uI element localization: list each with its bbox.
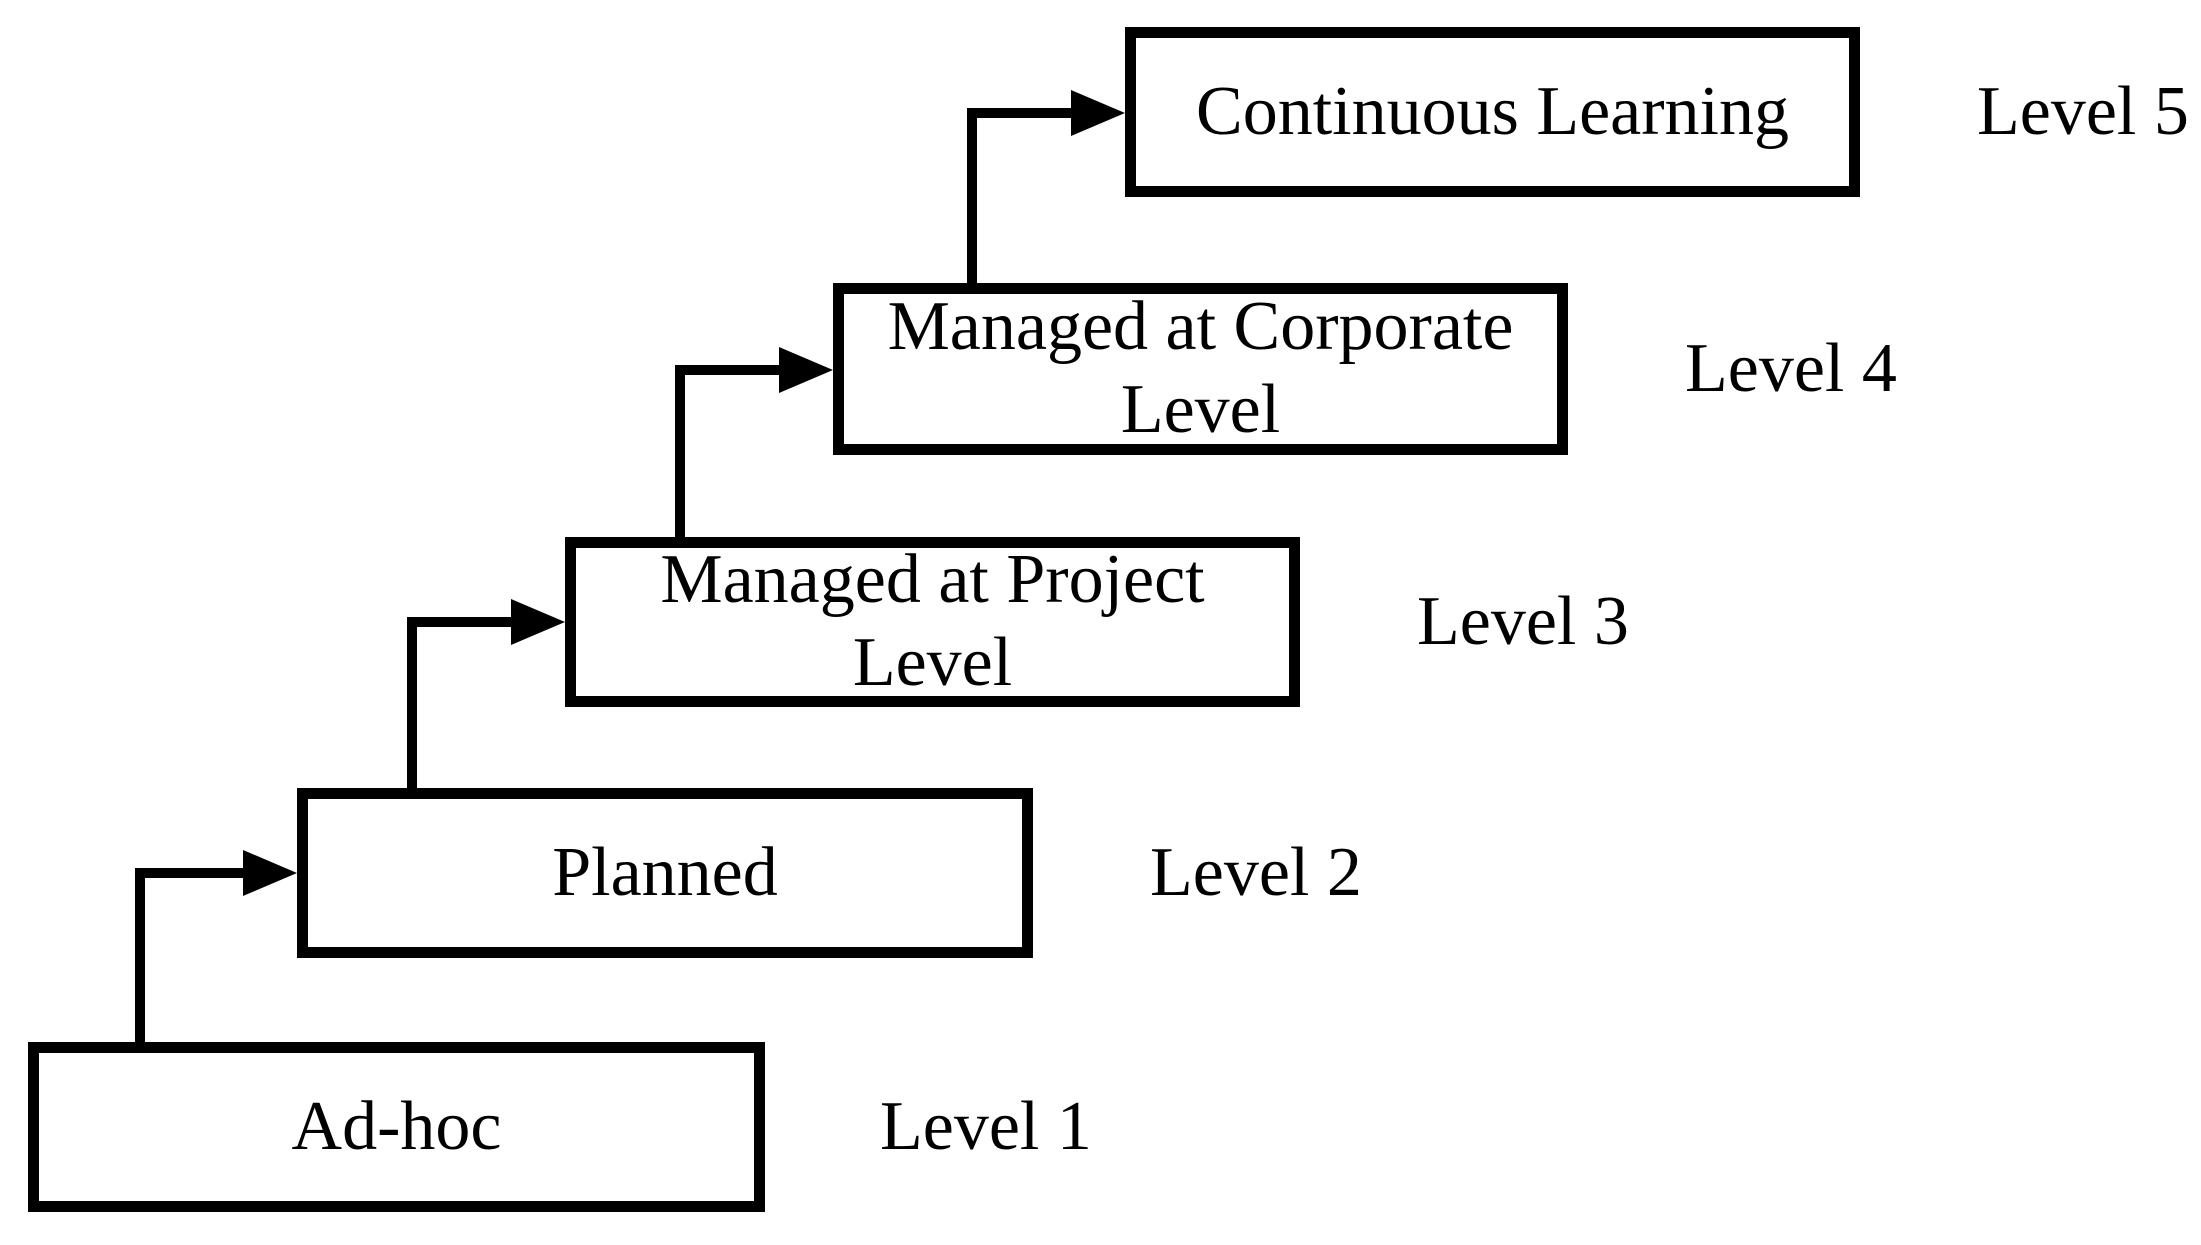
arrow-4-horizontal-line bbox=[967, 108, 1073, 118]
arrow-3-arrowhead-icon bbox=[779, 347, 833, 393]
arrow-4-vertical-line bbox=[967, 108, 977, 287]
level-1-box-label: Ad-hoc bbox=[291, 1087, 502, 1165]
level-2-box: Planned bbox=[297, 788, 1033, 958]
arrow-3-horizontal-line bbox=[675, 365, 781, 375]
level-1-caption: Level 1 bbox=[880, 1088, 1092, 1165]
level-4-box-label: Managed at Corporate Level bbox=[887, 288, 1514, 448]
level-5-box-label: Continuous Learning bbox=[1196, 72, 1789, 150]
arrow-2-vertical-line bbox=[407, 617, 417, 792]
level-5-box: Continuous Learning bbox=[1125, 27, 1860, 197]
level-1-box: Ad-hoc bbox=[28, 1042, 765, 1212]
level-2-box-label: Planned bbox=[552, 833, 778, 911]
level-2-caption: Level 2 bbox=[1150, 834, 1362, 911]
arrow-1-vertical-line bbox=[135, 868, 145, 1046]
arrow-1-horizontal-line bbox=[135, 868, 245, 878]
arrow-2-arrowhead-icon bbox=[511, 599, 565, 645]
arrow-1-arrowhead-icon bbox=[243, 850, 297, 896]
level-5-caption: Level 5 bbox=[1977, 73, 2189, 150]
level-3-box-label: Managed at Project Level bbox=[660, 541, 1205, 701]
arrow-4-arrowhead-icon bbox=[1071, 90, 1125, 136]
level-3-box: Managed at Project Level bbox=[565, 537, 1300, 707]
arrow-3-vertical-line bbox=[675, 365, 685, 541]
level-4-box: Managed at Corporate Level bbox=[833, 283, 1568, 455]
level-3-caption: Level 3 bbox=[1417, 583, 1629, 660]
level-4-caption: Level 4 bbox=[1685, 330, 1897, 407]
arrow-2-horizontal-line bbox=[407, 617, 513, 627]
